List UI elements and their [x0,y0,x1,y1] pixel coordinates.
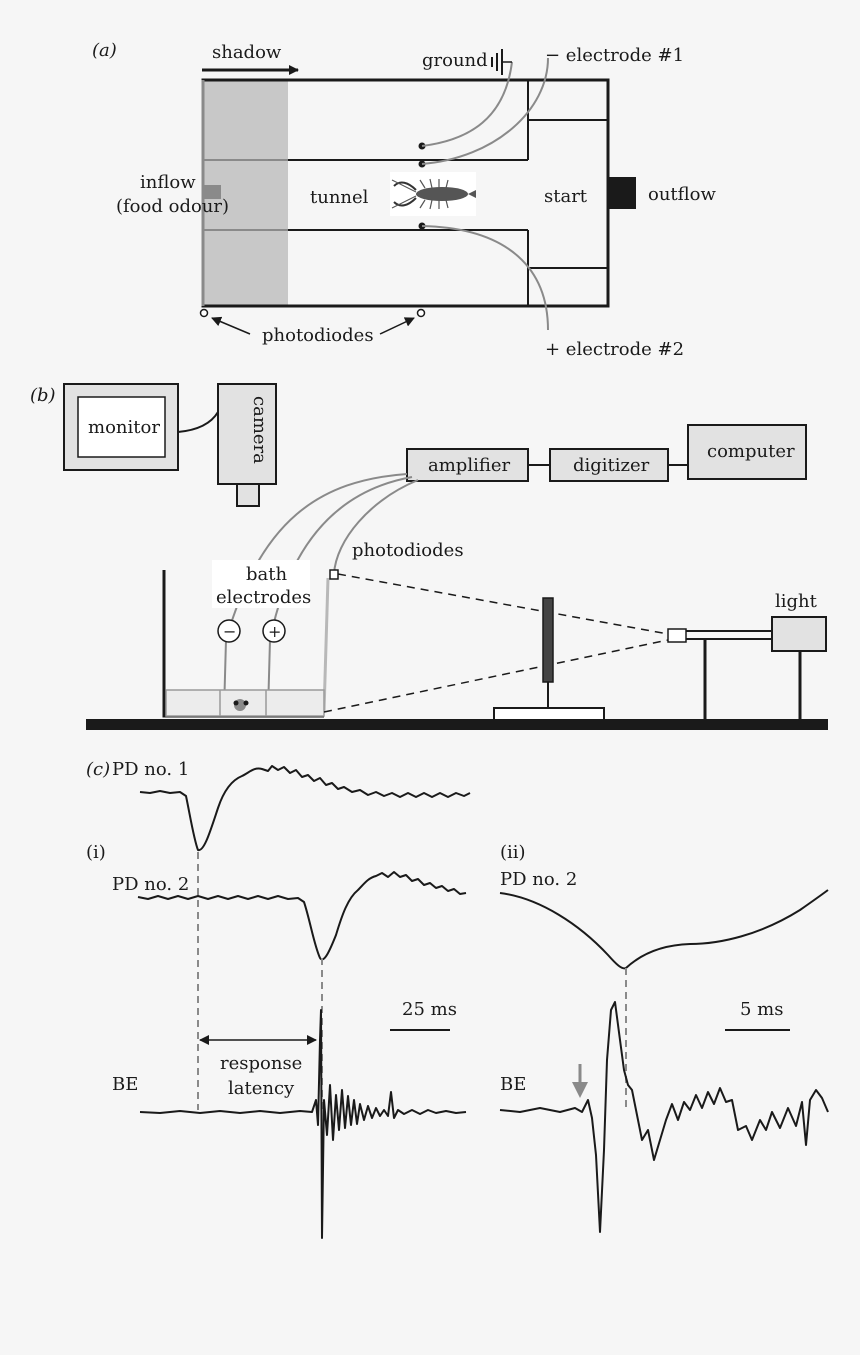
light-lens [667,628,687,643]
be-i-label: BE [112,1074,138,1095]
pd1-label: PD no. 1 [112,759,189,780]
pd2-i-label: PD no. 2 [112,874,189,895]
amplifier-label: amplifier [428,455,510,476]
pd2-i-trace [137,871,467,961]
ground-label: ground [422,50,488,71]
electrode-2-label: + electrode #2 [545,339,684,360]
crayfish-bath-icon [233,699,249,711]
photodiode-arrow-right [379,317,415,335]
be-ii-label: BE [500,1074,526,1095]
amplifier-box [406,448,529,482]
bath-label-1: bath [246,564,287,585]
plus-electrode-label: + [268,622,281,641]
monitor-screen [77,396,166,458]
scale-ii-label: 5 ms [740,999,783,1020]
computer-label: computer [707,441,795,462]
card-base [493,707,605,721]
ground-symbol-icon [491,49,512,75]
pd1-trace [139,765,471,851]
latency-label-bg [216,1050,298,1102]
cable-photodiode [333,479,419,575]
be-ii-trace [499,1001,829,1233]
camera-lens [236,483,260,507]
electrode-2-wire [421,225,549,331]
monitor-cable [177,411,219,433]
light-label: light [775,591,818,612]
minus-electrode-label: − [223,622,236,641]
panel-a-label: (a) [92,40,117,61]
panel-b-label: (b) [30,385,56,406]
digitizer-box [549,448,669,482]
inflow-label-1: inflow [140,172,196,193]
ground-wire [421,61,513,147]
be-i-trace [139,1009,467,1239]
beam-top [337,573,669,635]
panel-c-label: (c) [86,759,110,780]
inflow-label-2: (food odour) [116,196,229,217]
inflow-port [203,185,221,199]
tunnel-label: tunnel [310,187,369,208]
panel-b: (b) monitor camera amplifier digitizer c… [30,383,828,730]
shadow-card [542,597,554,683]
outflow-port [608,177,636,209]
sub-i-label: (i) [86,842,106,863]
shadow-label: shadow [212,42,282,63]
photodiode-arrow-left [211,316,251,335]
electrode-1-label: − electrode #1 [545,45,684,66]
minus-electrode-icon [217,619,241,643]
crayfish-icon [390,172,476,216]
electrode-1-wire [421,57,549,165]
scale-i-label: 25 ms [402,999,457,1020]
light-box [771,616,827,652]
camera-label: camera [249,396,270,464]
photodiode-sensor [329,569,339,580]
panel-c: (c) PD no. 1 (i) (ii) PD no. 2 PD no. 2 … [86,759,829,1239]
panel-a: (a) shadow [92,40,717,360]
sub-ii-label: (ii) [500,842,526,863]
computer-box [687,424,807,480]
plus-electrode-icon [262,619,286,643]
latency-label-2: latency [228,1078,295,1099]
outflow-label: outflow [648,184,717,205]
beam-bottom [323,639,669,713]
photodiode-2 [416,308,426,318]
pd2-ii-trace [499,889,829,970]
photodiodes-label-b: photodiodes [352,540,464,561]
cable-bath-plus [267,476,413,713]
bench [86,719,828,730]
monitor-label: monitor [88,417,160,438]
photodiode-1 [199,308,209,318]
photodiodes-label: photodiodes [262,325,374,346]
pd2-ii-label: PD no. 2 [500,869,577,890]
digitizer-label: digitizer [573,455,650,476]
cable-bath-minus [223,473,408,713]
bath-water [165,689,325,717]
bath-label-bg [212,560,310,608]
start-label: start [544,186,588,207]
latency-label-1: response [220,1053,302,1074]
stimulus-arrow-icon [572,1082,588,1098]
bath-label-2: electrodes [216,587,311,608]
